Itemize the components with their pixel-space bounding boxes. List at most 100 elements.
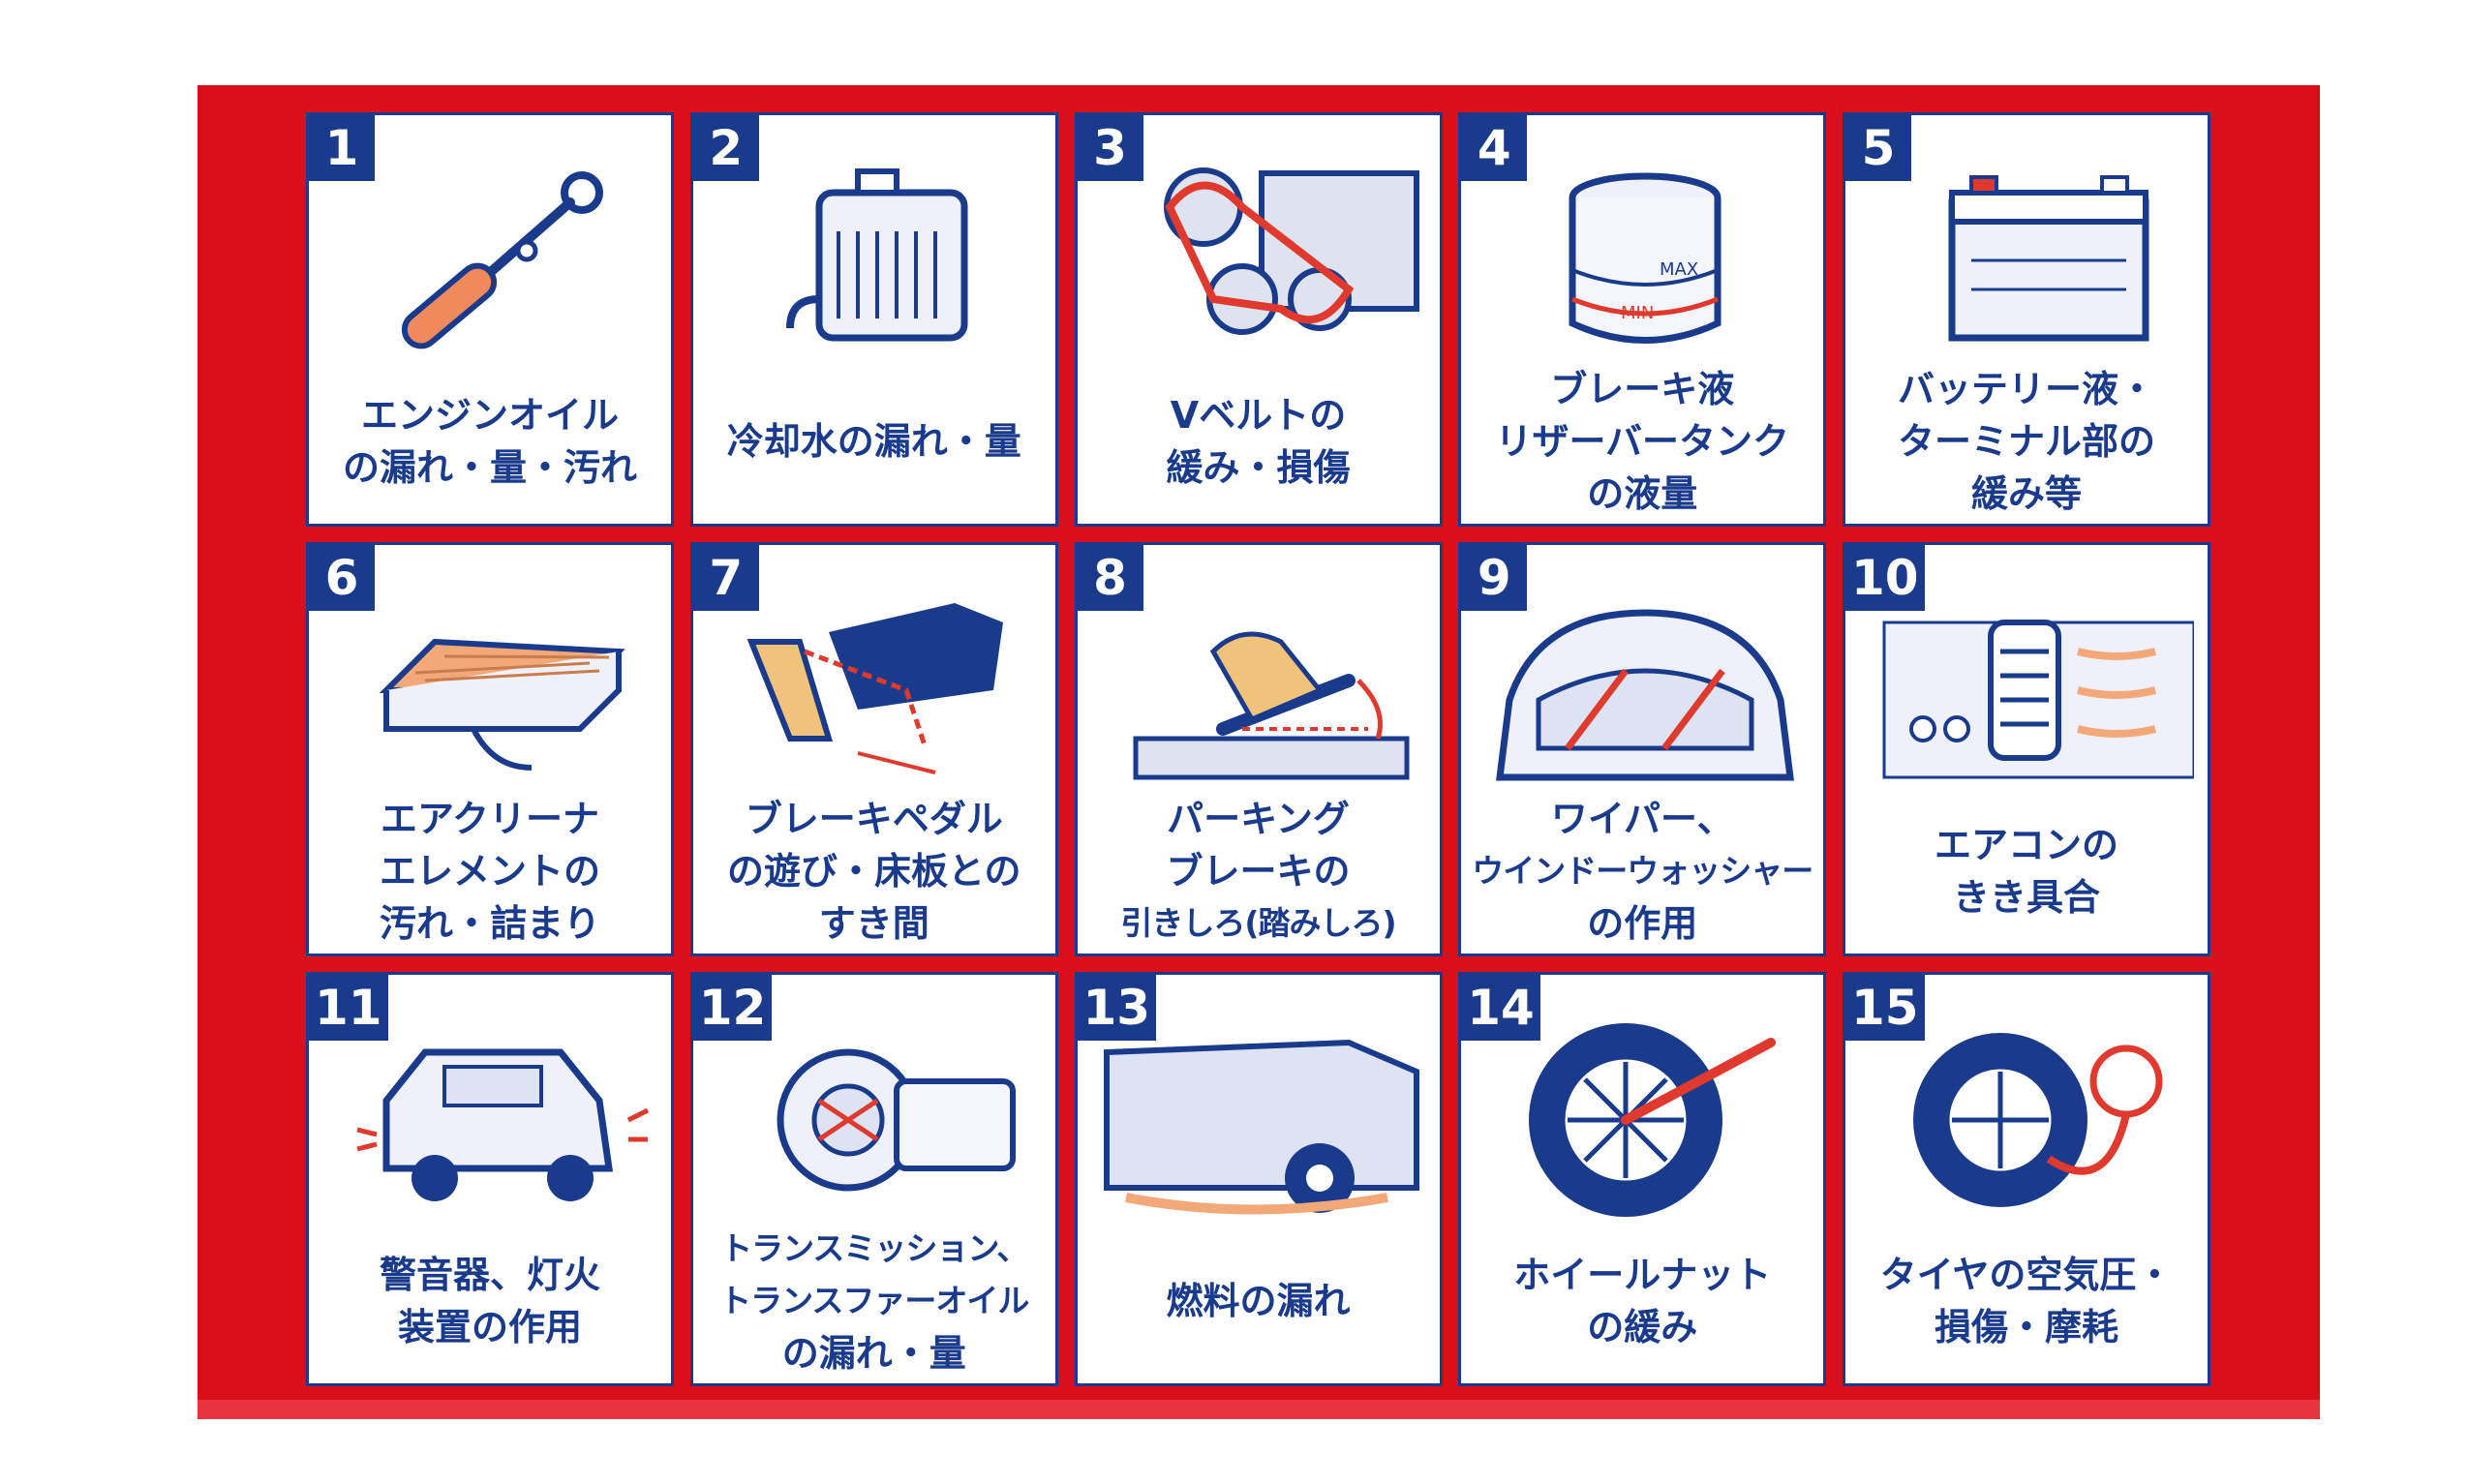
item-label: エアクリーナエレメントの汚れ・詰まり (315, 798, 665, 945)
item-label: エアコンのきき具合 (1851, 799, 2202, 944)
inspection-card-8: 8 パーキングブレーキの引きしろ(踏みしろ) (1074, 542, 1443, 956)
item-label-line: バッテリー液・ (1897, 368, 2155, 410)
item-label-line: エンジンオイル (360, 394, 619, 437)
car-lights-icon (328, 1014, 657, 1227)
item-number-badge: 4 (1461, 115, 1528, 181)
item-label-line: きき具合 (1952, 876, 2100, 919)
item-label-line: Vベルトの (1170, 394, 1347, 437)
inspection-card-7: 7 ブレーキペダルの遊び・床板とのすき間 (689, 542, 1058, 956)
item-number-badge: 6 (309, 545, 375, 611)
item-label-line: ターミナル部の (1897, 420, 2155, 463)
item-label-line: トランスファーオイル (719, 1282, 1029, 1319)
item-number-badge: 14 (1461, 975, 1540, 1041)
item-label-line: ウインドーウォッシャー (1472, 852, 1813, 890)
inspection-card-3: 3 Vベルトの緩み・損傷 (1074, 112, 1443, 527)
item-number-badge: 7 (692, 545, 759, 611)
item-number-badge: 15 (1845, 975, 1925, 1041)
item-label-line: ブレーキの (1166, 850, 1351, 893)
item-label-line: の遊び・床板との (726, 850, 1021, 893)
item-label: ワイパー、ウインドーウォッシャーの作用 (1467, 798, 1817, 945)
item-label: トランスミッション、トランスファーオイルの漏れ・量 (699, 1228, 1050, 1375)
footer-strip (198, 1400, 2320, 1419)
item-number-badge: 8 (1077, 545, 1143, 611)
item-label: 冷却水の漏れ・量 (699, 369, 1050, 514)
item-label: エンジンオイルの漏れ・量・汚れ (315, 369, 665, 514)
parking-brake-icon (1097, 584, 1426, 797)
inspection-card-6: 6 エアクリーナエレメントの汚れ・詰まり (306, 542, 674, 956)
item-label-line: トランスミッション、 (720, 1229, 1028, 1267)
inspection-card-9: 9 ワイパー、ウインドーウォッシャーの作用 (1458, 542, 1827, 956)
item-label: ブレーキ液リザーバータンクの液量 (1467, 368, 1817, 515)
item-label: Vベルトの緩み・損傷 (1083, 369, 1434, 514)
tire-pressure-icon (1865, 1014, 2194, 1227)
v-belt-icon (1097, 154, 1426, 367)
item-label-line: ブレーキペダル (745, 798, 1003, 840)
battery-icon (1865, 154, 2194, 367)
reservoir-tank-icon: MAX MIN (1480, 154, 1810, 367)
item-number-badge: 5 (1845, 115, 1911, 181)
item-label-line: 引きしろ(踏みしろ) (1120, 904, 1396, 942)
inspection-card-15: 15 タイヤの空気圧・損傷・摩耗 (1843, 972, 2210, 1386)
svg-text:MAX: MAX (1660, 259, 1698, 280)
inspection-card-12: 12 トランスミッション、トランスファーオイルの漏れ・量 (689, 972, 1058, 1386)
item-label-line: の漏れ・量 (781, 1332, 966, 1375)
item-label-line: 警音器、灯火 (379, 1254, 600, 1296)
item-label-line: すき間 (818, 902, 929, 945)
transmission-icon (713, 1014, 1042, 1227)
item-label-line: 緩み・損傷 (1166, 446, 1351, 489)
item-label-line: 緩み等 (1970, 472, 2082, 515)
wiper-icon (1480, 584, 1810, 797)
item-label-line: パーキング (1167, 798, 1350, 840)
fuel-leak-icon (1097, 1014, 1426, 1227)
inspection-card-2: 2 冷却水の漏れ・量 (689, 112, 1058, 527)
air-conditioner-icon (1865, 584, 2194, 797)
item-label-line: エアコンの (1934, 824, 2118, 866)
item-number-badge: 11 (309, 975, 388, 1041)
item-label: 警音器、灯火装置の作用 (315, 1228, 665, 1374)
item-label-line: ブレーキ液 (1550, 368, 1735, 410)
svg-text:MIN: MIN (1621, 303, 1654, 323)
item-label-line: リザーバータンク (1495, 420, 1790, 463)
item-label-line: ワイパー、 (1550, 798, 1734, 840)
inspection-card-11: 11 警音器、灯火装置の作用 (306, 972, 674, 1386)
item-label: バッテリー液・ターミナル部の緩み等 (1851, 368, 2202, 515)
item-label-line: 冷却水の漏れ・量 (726, 420, 1021, 463)
item-number-badge: 10 (1845, 545, 1925, 611)
item-label-line: の作用 (1587, 902, 1698, 945)
brake-pedal-icon (713, 584, 1042, 797)
wheel-nut-icon (1480, 1014, 1810, 1227)
item-label-line: の液量 (1587, 472, 1698, 515)
item-label-line: エアクリーナ (380, 798, 600, 840)
item-number-badge: 3 (1077, 115, 1143, 181)
inspection-card-14: 14 ホイールナットの緩み (1458, 972, 1827, 1386)
item-label: タイヤの空気圧・損傷・摩耗 (1851, 1228, 2202, 1374)
item-label-line: 装置の作用 (397, 1306, 582, 1348)
inspection-card-13: 13 燃料の漏れ (1074, 972, 1443, 1386)
item-label: 燃料の漏れ (1083, 1228, 1434, 1374)
item-label-line: 燃料の漏れ (1166, 1280, 1351, 1322)
inspection-card-10: 10 エアコンのきき具合 (1843, 542, 2210, 956)
item-number-badge: 9 (1461, 545, 1528, 611)
item-label-line: の漏れ・量・汚れ (342, 446, 637, 489)
item-label-line: の緩み (1587, 1306, 1698, 1348)
item-number-badge: 12 (692, 975, 773, 1041)
dipstick-icon (328, 154, 657, 367)
inspection-card-5: 5 バッテリー液・ターミナル部の緩み等 (1843, 112, 2210, 527)
item-label: パーキングブレーキの引きしろ(踏みしろ) (1083, 798, 1434, 944)
item-label-line: タイヤの空気圧・ (1879, 1254, 2174, 1296)
item-label: ホイールナットの緩み (1467, 1228, 1817, 1374)
item-label-line: 損傷・摩耗 (1934, 1306, 2118, 1348)
item-label-line: 汚れ・詰まり (379, 902, 600, 945)
item-number-badge: 13 (1077, 975, 1157, 1041)
item-number-badge: 2 (692, 115, 759, 181)
radiator-icon (713, 154, 1042, 367)
item-number-badge: 1 (309, 115, 375, 181)
item-label-line: ホイールナット (1513, 1254, 1772, 1296)
inspection-card-1: 1 エンジンオイルの漏れ・量・汚れ (306, 112, 674, 527)
item-label: ブレーキペダルの遊び・床板とのすき間 (699, 798, 1050, 945)
air-filter-icon (328, 584, 657, 797)
item-label-line: エレメントの (379, 850, 600, 893)
